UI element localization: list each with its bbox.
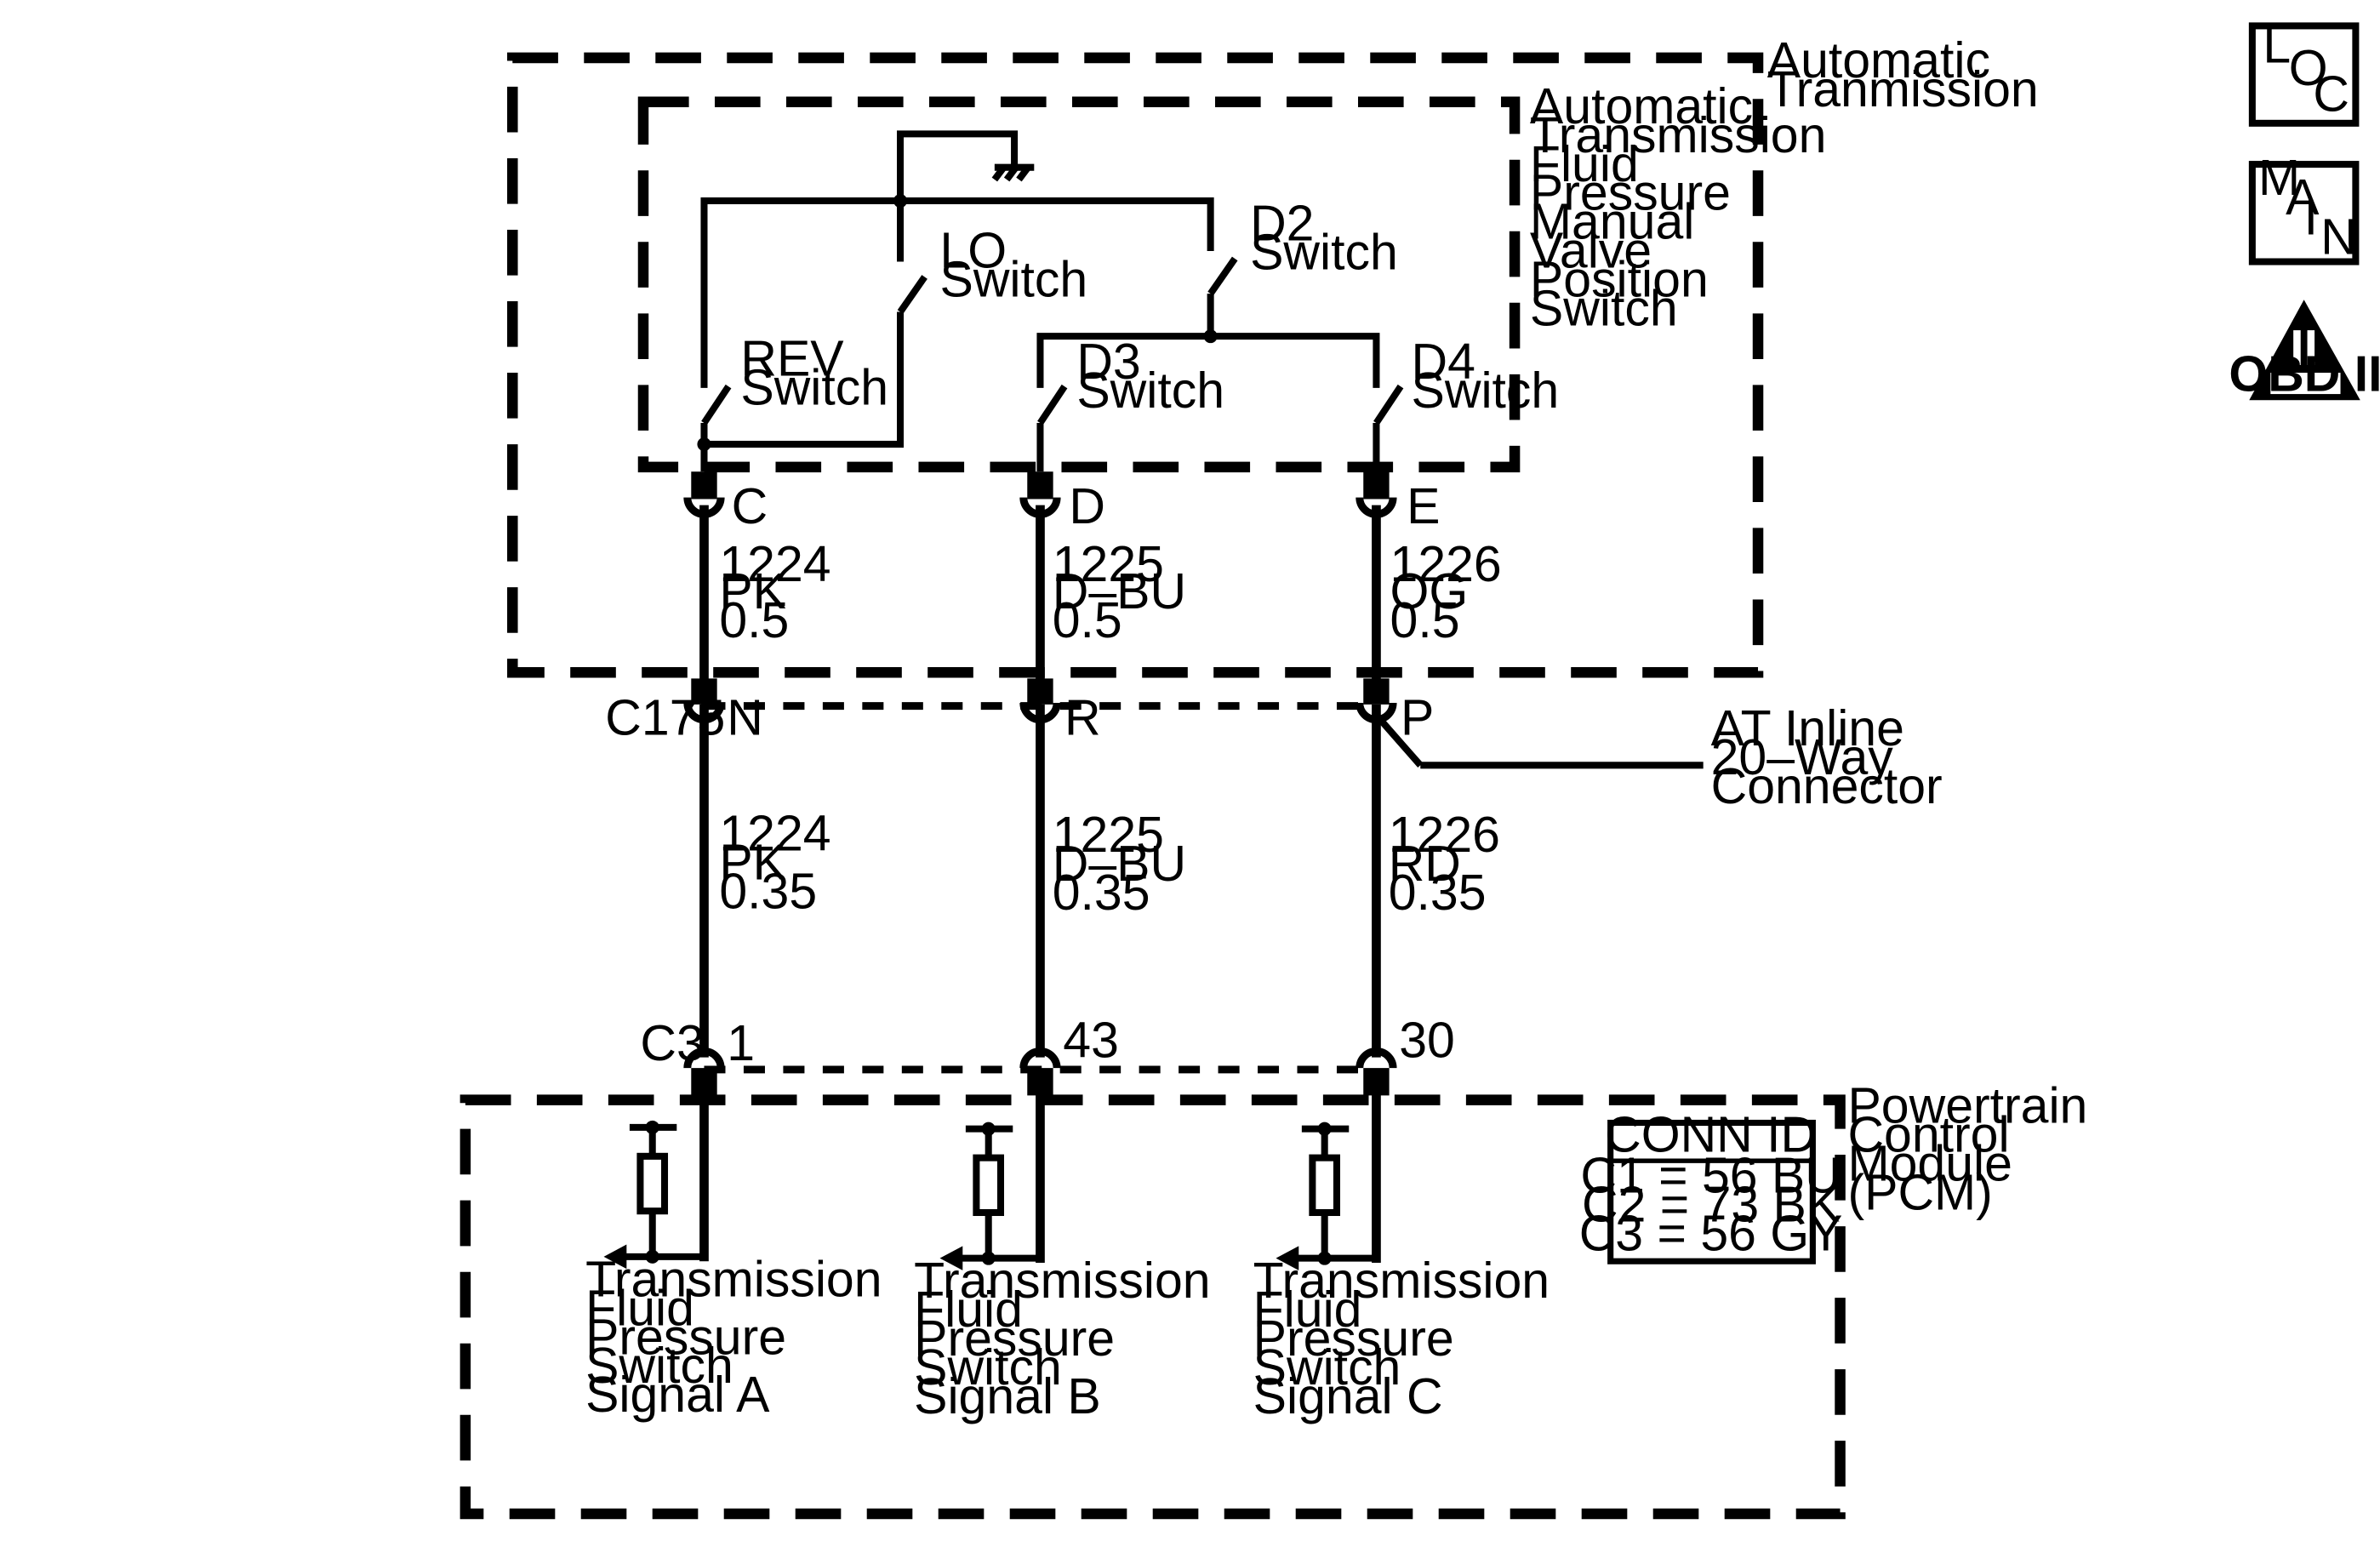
switch-connector-pin-d: D [1019, 471, 1105, 534]
svg-text:II: II [2290, 320, 2318, 376]
internal-bus-wires [697, 193, 1380, 452]
wire-label-lower-1226: 1226 RD 0.35 [1389, 807, 1515, 921]
svg-text:D3 Switch: D3 Switch [1076, 334, 1224, 419]
conn-id-row: C1 = 56 BU [1580, 1148, 1841, 1204]
conn-id-row: C2 = 73 BK [1582, 1177, 1840, 1233]
svg-text:OBD II: OBD II [2229, 345, 2380, 402]
wire-label-upper-1225: 1225 D–BU 0.5 [1053, 536, 1201, 648]
svg-text:O: O [2289, 40, 2328, 96]
svg-text:1: 1 [727, 1015, 755, 1071]
d2-switch: D2 Switch [1207, 195, 1398, 296]
inline-connector-label: AT Inline 20–Way Connector [1711, 700, 1943, 814]
signal-b-label: Transmission Fluid Pressure Switch Signa… [914, 1253, 1224, 1424]
svg-text:N: N [727, 690, 763, 746]
inline-connector-pin-n: N [683, 678, 763, 746]
wire-label-lower-1224: 1224 PK 0.35 [719, 805, 845, 919]
signal-a-label: Transmission Fluid Pressure Switch Signa… [585, 1251, 896, 1423]
main-circuit-wires [699, 505, 1704, 1058]
svg-text:R: R [1064, 690, 1101, 746]
pcm-boundary [459, 1094, 1846, 1520]
switch-connector-pin-c: C [683, 471, 768, 534]
svg-text:D2 Switch: D2 Switch [1250, 195, 1398, 280]
svg-text:C: C [732, 478, 768, 534]
svg-text:L: L [2263, 17, 2291, 73]
svg-text:M: M [2258, 150, 2300, 206]
signal-c-label: Transmission Fluid Pressure Switch Signa… [1253, 1253, 1564, 1424]
loc-badge[interactable]: L O C [2248, 17, 2360, 127]
svg-text:D4 Switch: D4 Switch [1412, 334, 1560, 419]
svg-text:E: E [1407, 478, 1440, 534]
d4-switch: D4 Switch [1373, 334, 1560, 472]
svg-text:A: A [2286, 169, 2320, 225]
wire-label-upper-1226: 1226 OG 0.5 [1390, 536, 1516, 648]
pcm-connector-pin-30: 30 [1356, 1013, 1455, 1096]
svg-text:43: 43 [1063, 1013, 1119, 1069]
svg-text:LO Switch: LO Switch [940, 223, 1088, 308]
pcm-module-label: Powertrain Control Module (PCM) [1847, 1077, 2101, 1220]
ground-symbol [897, 130, 1035, 202]
conn-id-title: CONN ID [1605, 1106, 1817, 1162]
conn-id-table: CONN ID C1 = 56 BU C2 = 73 BK C3 = 56 GY [1579, 1106, 1843, 1264]
svg-text:C: C [2313, 66, 2349, 123]
rev-switch: REV Switch [700, 331, 888, 472]
conn-id-row: C3 = 56 GY [1579, 1206, 1843, 1262]
switch-assembly-label: Automatic Transmission Fluid Pressure Ma… [1530, 78, 1841, 337]
pcm-connector-name: C3 [640, 1015, 704, 1071]
inline-connector-pin-r: R [1019, 678, 1101, 746]
d3-switch: D3 Switch [1036, 334, 1224, 472]
svg-text:REV Switch: REV Switch [740, 331, 888, 416]
pcm-input-circuit-a [603, 1090, 709, 1270]
switch-connector-pin-e: E [1356, 471, 1441, 534]
pcm-input-circuit-c [1276, 1090, 1381, 1270]
obd-ii-badge[interactable]: II OBD II [2229, 300, 2380, 402]
main-badge[interactable]: M A I N [2248, 150, 2360, 265]
svg-text:D: D [1069, 478, 1105, 534]
svg-text:I: I [2304, 189, 2318, 245]
pcm-input-circuit-b [939, 1090, 1045, 1270]
inline-connector-pin-p: P [1356, 678, 1434, 746]
transmission-module-label: Automatic Tranmission [1767, 32, 2039, 117]
svg-text:30: 30 [1399, 1013, 1455, 1069]
svg-text:N: N [2320, 209, 2357, 265]
wire-label-lower-1225: 1225 D–BU 0.35 [1053, 807, 1201, 921]
pressure-switch-assembly-boundary [637, 96, 1521, 473]
wire-label-upper-1224: 1224 PK 0.5 [719, 536, 845, 648]
lo-switch: LO Switch [897, 223, 1088, 314]
svg-text:P: P [1401, 690, 1434, 746]
